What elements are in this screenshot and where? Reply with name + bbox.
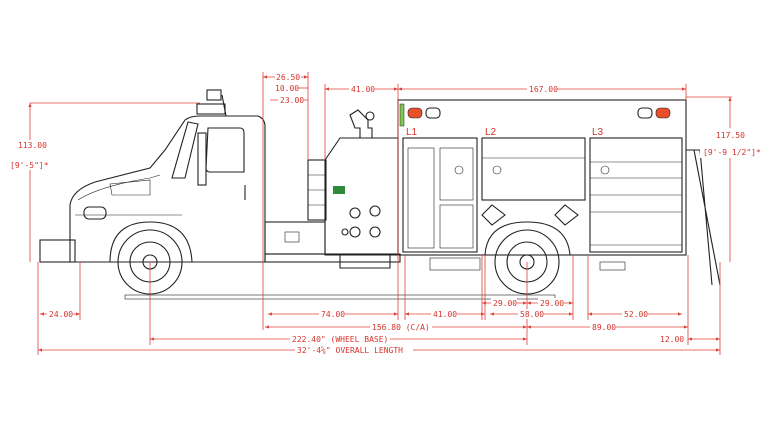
dim-body-height-ft: [9'-9 1/2"]* xyxy=(703,148,761,157)
dim-body-height: 117.50 xyxy=(716,131,745,140)
compartment-l2 xyxy=(481,137,586,226)
deck-gun xyxy=(349,109,373,139)
dim-cab-height-ft: [9'-5"]* xyxy=(10,161,49,170)
step xyxy=(429,257,481,271)
dim-41-00-top: 41.00 xyxy=(351,85,375,94)
dim-10-00: 10.00 xyxy=(275,84,299,93)
dim-cab-to-axle: 156.80 (C/A) xyxy=(372,323,430,332)
dim-26-50: 26.50 xyxy=(276,73,300,82)
indicator-light xyxy=(399,103,405,127)
battery-box xyxy=(264,221,326,255)
beacon xyxy=(206,89,222,101)
headlight xyxy=(83,206,107,220)
dim-167-00: 167.00 xyxy=(529,85,558,94)
compartment-label-l2: L2 xyxy=(485,127,497,138)
dim-29-00-a: 29.00 xyxy=(493,299,517,308)
compartment-l1 xyxy=(402,137,478,253)
dim-overall-length: 32'-4⅝" OVERALL LENGTH xyxy=(297,346,403,355)
apparatus-body xyxy=(397,99,687,256)
dim-wheelbase: 222.40" (WHEEL BASE) xyxy=(292,335,388,344)
gauge-indicator xyxy=(333,186,345,194)
dim-12-00: 12.00 xyxy=(660,335,684,344)
light-bar xyxy=(196,103,226,115)
windshield xyxy=(171,121,199,179)
dim-74-00: 74.00 xyxy=(321,310,345,319)
dim-23-00: 23.00 xyxy=(280,96,304,105)
compartment-l3 xyxy=(589,137,683,253)
dim-29-00-b: 29.00 xyxy=(540,299,564,308)
cab-window xyxy=(205,127,245,173)
dim-cab-height: 113.00 xyxy=(18,141,47,150)
cab xyxy=(69,115,266,263)
dim-58-00: 58.00 xyxy=(520,310,544,319)
truck-outline xyxy=(39,89,721,300)
marker-light xyxy=(407,107,423,119)
pump-house xyxy=(324,137,399,256)
rear-ladder xyxy=(686,149,721,286)
front-bumper xyxy=(39,239,76,263)
dim-89-00: 89.00 xyxy=(592,323,616,332)
compartment-label-l1: L1 xyxy=(406,127,418,138)
dim-41-00-bottom: 41.00 xyxy=(433,310,457,319)
dim-front-overhang: 24.00 xyxy=(49,310,73,319)
compartment-label-l3: L3 xyxy=(592,127,604,138)
dim-52-00: 52.00 xyxy=(624,310,648,319)
frame-rail xyxy=(124,294,556,300)
mirror xyxy=(197,132,207,186)
marker-light xyxy=(655,107,671,119)
